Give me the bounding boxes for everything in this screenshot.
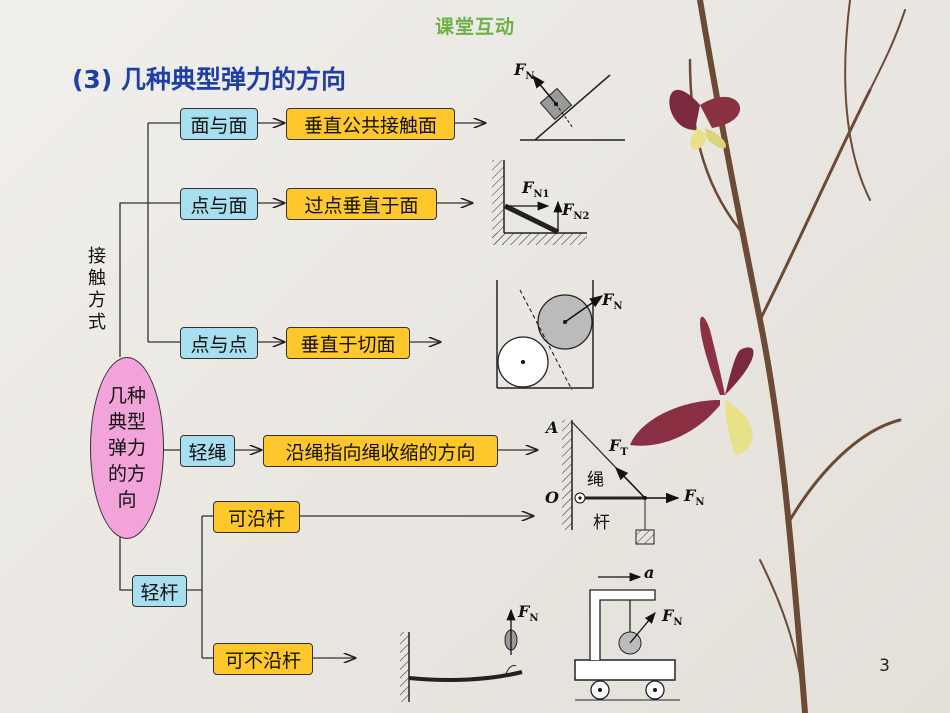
point-point-box: 点与点 bbox=[180, 327, 258, 359]
point-point-result: 垂直于切面 bbox=[286, 327, 410, 359]
fn-label-3: FN bbox=[602, 290, 623, 313]
rope-box: 轻绳 bbox=[180, 435, 235, 467]
point-face-box: 点与面 bbox=[180, 188, 258, 220]
page-number: 3 bbox=[879, 656, 890, 676]
page-title: (3) 几种典型弹力的方向 bbox=[72, 65, 346, 94]
two-spheres-diagram bbox=[496, 280, 604, 391]
fn-label-1: FN bbox=[514, 60, 535, 83]
rod-not-along-box: 可不沿杆 bbox=[213, 643, 313, 675]
fn-label-4: FN bbox=[684, 486, 705, 509]
slide-header: 课堂互动 bbox=[434, 16, 515, 38]
bent-rod-diagram bbox=[400, 608, 523, 702]
cart-pendulum-diagram bbox=[574, 572, 680, 701]
face-face-result: 垂直公共接触面 bbox=[286, 108, 455, 140]
rope-result: 沿绳指向绳收缩的方向 bbox=[263, 435, 498, 467]
rod-corner-diagram bbox=[492, 160, 587, 245]
center-topic: 几种典型弹力的方向 bbox=[90, 357, 164, 539]
fn1-label: FN1 bbox=[522, 178, 550, 201]
face-face-box: 面与面 bbox=[180, 108, 258, 140]
butterfly-icon bbox=[669, 89, 741, 150]
rod-box: 轻杆 bbox=[132, 575, 187, 607]
point-a-label: A bbox=[546, 418, 559, 437]
fn-label-5: FN bbox=[518, 602, 539, 625]
point-face-result: 过点垂直于面 bbox=[286, 188, 437, 220]
accel-label: a bbox=[644, 563, 655, 582]
incline-block-diagram bbox=[520, 74, 625, 141]
rod-word-label: 杆 bbox=[593, 513, 610, 533]
butterfly-icon bbox=[630, 316, 754, 455]
ft-label: FT bbox=[609, 436, 628, 459]
fn-label-6: FN bbox=[662, 606, 683, 629]
rod-along-box: 可沿杆 bbox=[213, 501, 300, 533]
rope-word-label: 绳 bbox=[587, 470, 604, 490]
point-o-label: O bbox=[545, 488, 559, 507]
fn2-label: FN2 bbox=[562, 200, 590, 223]
contact-mode-label: 接触方式 bbox=[88, 246, 106, 333]
rope-rod-wall-diagram bbox=[562, 420, 680, 545]
center-topic-text: 几种典型弹力的方向 bbox=[107, 385, 146, 511]
